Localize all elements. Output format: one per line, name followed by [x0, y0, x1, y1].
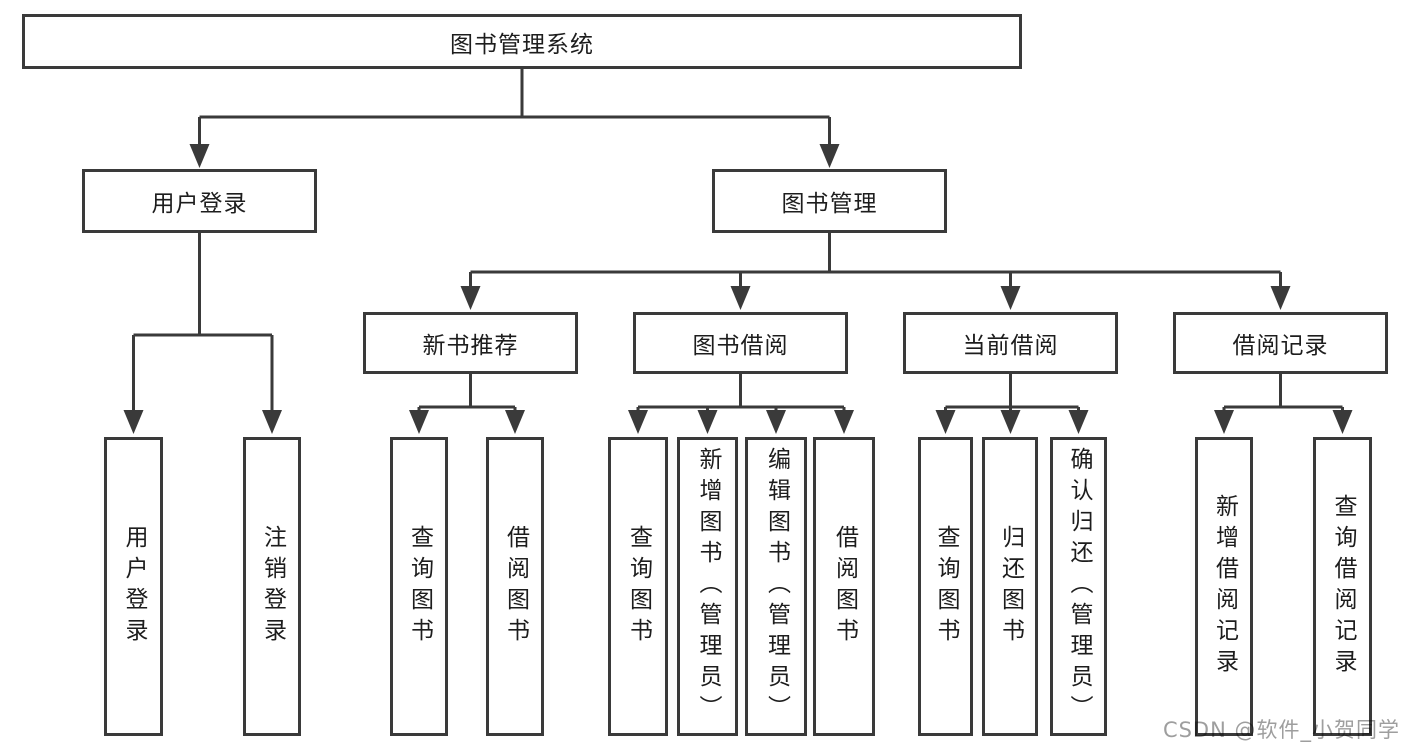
edge-book-borrowing-children	[628, 374, 854, 434]
leaf-query-borrow-record: 查询借阅记录	[1313, 437, 1372, 736]
leaf-borrow-books-borrowing: 借阅图书	[813, 437, 875, 736]
node-borrowing-records: 借阅记录	[1173, 312, 1388, 374]
node-user-login-label: 用户登录	[151, 191, 248, 217]
node-user-login: 用户登录	[82, 169, 317, 233]
edge-user-login-children	[123, 233, 282, 434]
leaf-borrow-books-borrowing-label: 借阅图书	[831, 524, 858, 649]
edge-borrowing-records-children	[1214, 374, 1353, 434]
leaf-user-login-label: 用户登录	[121, 524, 147, 649]
leaf-edit-book-admin: 编辑图书（管理员）	[745, 437, 807, 736]
leaf-return-book-label: 归还图书	[997, 524, 1024, 649]
node-current-borrowing: 当前借阅	[903, 312, 1118, 374]
node-library-system: 图书管理系统	[22, 14, 1022, 69]
leaf-query-books-borrowing: 查询图书	[608, 437, 668, 736]
leaf-add-book-admin: 新增图书（管理员）	[677, 437, 738, 736]
leaf-confirm-return-admin: 确认归还（管理员）	[1050, 437, 1107, 736]
node-new-book-recommendation: 新书推荐	[363, 312, 578, 374]
leaf-logout-label: 注销登录	[259, 524, 286, 649]
leaf-query-books-recommend: 查询图书	[390, 437, 448, 736]
edge-new-book-children	[409, 374, 525, 434]
leaf-borrow-books-recommend-label: 借阅图书	[502, 524, 529, 649]
edge-book-management-children	[460, 233, 1291, 310]
leaf-add-borrow-record-label: 新增借阅记录	[1211, 493, 1238, 680]
node-borrowing-records-label: 借阅记录	[1232, 333, 1329, 359]
edge-current-borrowing-children	[935, 374, 1089, 434]
edge-root-to-level1	[189, 69, 840, 168]
node-library-system-label: 图书管理系统	[450, 31, 594, 58]
leaf-add-book-admin-label: 新增图书（管理员）	[695, 447, 721, 726]
node-new-book-recommendation-label: 新书推荐	[422, 333, 519, 359]
node-book-management: 图书管理	[712, 169, 947, 233]
leaf-borrow-books-recommend: 借阅图书	[486, 437, 544, 736]
node-book-borrowing: 图书借阅	[633, 312, 848, 374]
node-book-borrowing-label: 图书借阅	[692, 333, 789, 359]
leaf-logout: 注销登录	[243, 437, 301, 736]
leaf-edit-book-admin-label: 编辑图书（管理员）	[763, 447, 790, 726]
leaf-query-books-borrowing-label: 查询图书	[625, 524, 652, 649]
node-current-borrowing-label: 当前借阅	[962, 333, 1059, 359]
leaf-return-book: 归还图书	[982, 437, 1038, 736]
leaf-query-books-current: 查询图书	[918, 437, 973, 736]
leaf-query-borrow-record-label: 查询借阅记录	[1330, 493, 1356, 680]
leaf-confirm-return-admin-label: 确认归还（管理员）	[1066, 447, 1092, 726]
leaf-add-borrow-record: 新增借阅记录	[1195, 437, 1253, 736]
leaf-query-books-current-label: 查询图书	[933, 524, 959, 649]
csdn-watermark: CSDN @软件_小贺同学	[1162, 718, 1400, 742]
leaf-query-books-recommend-label: 查询图书	[406, 524, 433, 649]
leaf-user-login: 用户登录	[104, 437, 163, 736]
node-book-management-label: 图书管理	[781, 191, 878, 217]
